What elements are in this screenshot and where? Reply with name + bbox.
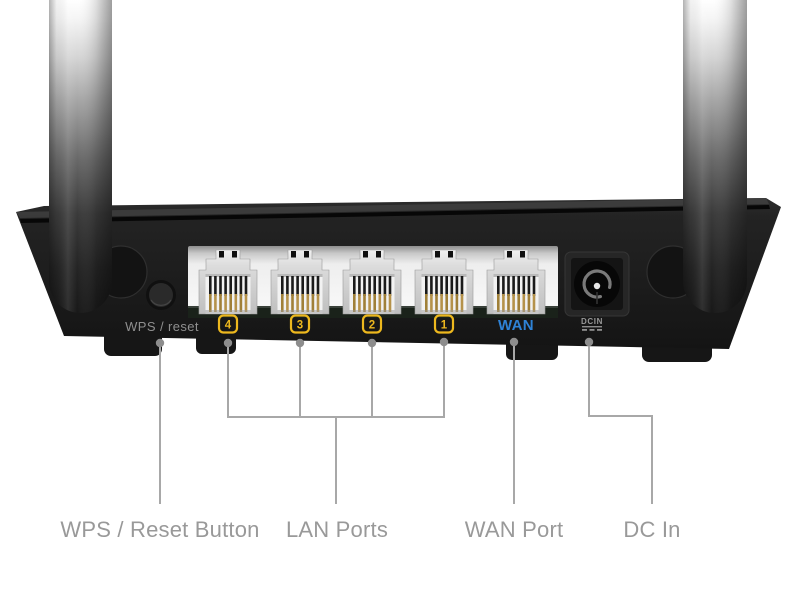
- wan-port: [486, 249, 546, 315]
- dc-jack-pin: [593, 282, 601, 290]
- callout-label-lan: LAN Ports: [285, 517, 389, 542]
- dc-jack: [564, 251, 630, 317]
- wps-reset-button: [146, 280, 176, 310]
- wps-reset-silkscreen-label: WPS / reset: [125, 319, 199, 334]
- panel-silkscreen: WPS / reset 4 3 2 1 WAN DCIN: [125, 314, 603, 334]
- callout-lines: [159, 344, 653, 504]
- lan-port-number-3: 3: [297, 320, 303, 332]
- lan-port-4: [198, 249, 258, 315]
- callout-dot-dc: [584, 337, 594, 347]
- callout-line-lan: [227, 345, 445, 504]
- lan-port-1: [414, 249, 474, 315]
- ethernet-port-bay: [188, 246, 558, 318]
- callout-dots: [155, 337, 594, 348]
- antenna-left: [49, 0, 112, 313]
- lan-port-badge-3: 3: [289, 314, 311, 334]
- callout-dot-lan2: [367, 338, 377, 348]
- lan-port-number-2: 2: [369, 320, 375, 332]
- dc-symbol-line: [582, 326, 602, 328]
- lan-port-badge-1: 1: [433, 314, 455, 334]
- callout-dot-lan1: [439, 337, 449, 347]
- callout-label-wps: WPS / Reset Button: [60, 517, 260, 542]
- dcin-silkscreen-label: DCIN: [581, 317, 603, 331]
- callout-dot-lan4: [223, 338, 233, 348]
- lan-port-badge-4: 4: [217, 314, 239, 334]
- lan-port-number-1: 1: [441, 320, 448, 332]
- dc-symbol-dash: [597, 329, 602, 331]
- dc-jack-highlight: [582, 269, 612, 299]
- top-groove: [20, 205, 770, 223]
- callout-dot-wps: [155, 338, 165, 348]
- lan-port-number-4: 4: [225, 320, 232, 332]
- lan-port-2: [342, 249, 402, 315]
- top-edge-highlight: [16, 198, 769, 218]
- callout-label-wan: WAN Port: [464, 517, 564, 542]
- dcin-text: DCIN: [581, 317, 603, 326]
- callout-line-dc: [588, 344, 653, 504]
- dc-symbol-dash: [582, 329, 587, 331]
- callout-dot-lan3: [295, 338, 305, 348]
- wan-silkscreen-label: WAN: [498, 317, 534, 334]
- antenna-right: [683, 0, 747, 313]
- callout-label-dc: DC In: [623, 517, 681, 542]
- dc-symbol-dash: [589, 329, 595, 331]
- callout-dot-wan: [509, 337, 519, 347]
- lan-port-badge-2: 2: [361, 314, 383, 334]
- lan-port-3: [270, 249, 330, 315]
